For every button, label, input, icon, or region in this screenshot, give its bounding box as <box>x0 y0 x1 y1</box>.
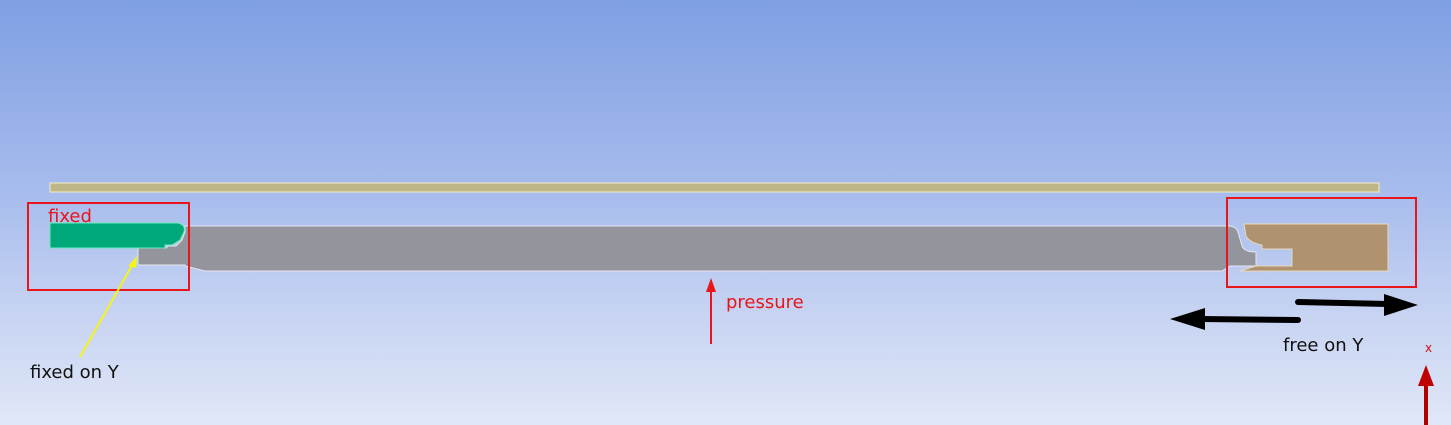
motion-arrow-left <box>1170 308 1301 330</box>
fixed-label: fixed <box>48 206 92 227</box>
motion-arrow-right <box>1295 294 1418 316</box>
fixed-on-y-leader <box>79 256 137 358</box>
fixed-highlight-box <box>27 202 190 291</box>
main-body <box>137 225 1257 272</box>
free-part <box>1239 223 1389 272</box>
free-on-y-label: free on Y <box>1283 335 1364 356</box>
fixed-on-y-label: fixed on Y <box>30 362 119 383</box>
pressure-label: pressure <box>726 292 804 313</box>
axis-x-label: x <box>1425 341 1433 355</box>
fixed-part <box>49 222 185 249</box>
top-plate <box>49 182 1380 193</box>
free-highlight-box <box>1226 197 1417 288</box>
pressure-arrow <box>706 278 716 344</box>
axis-triad-x <box>1418 365 1434 425</box>
